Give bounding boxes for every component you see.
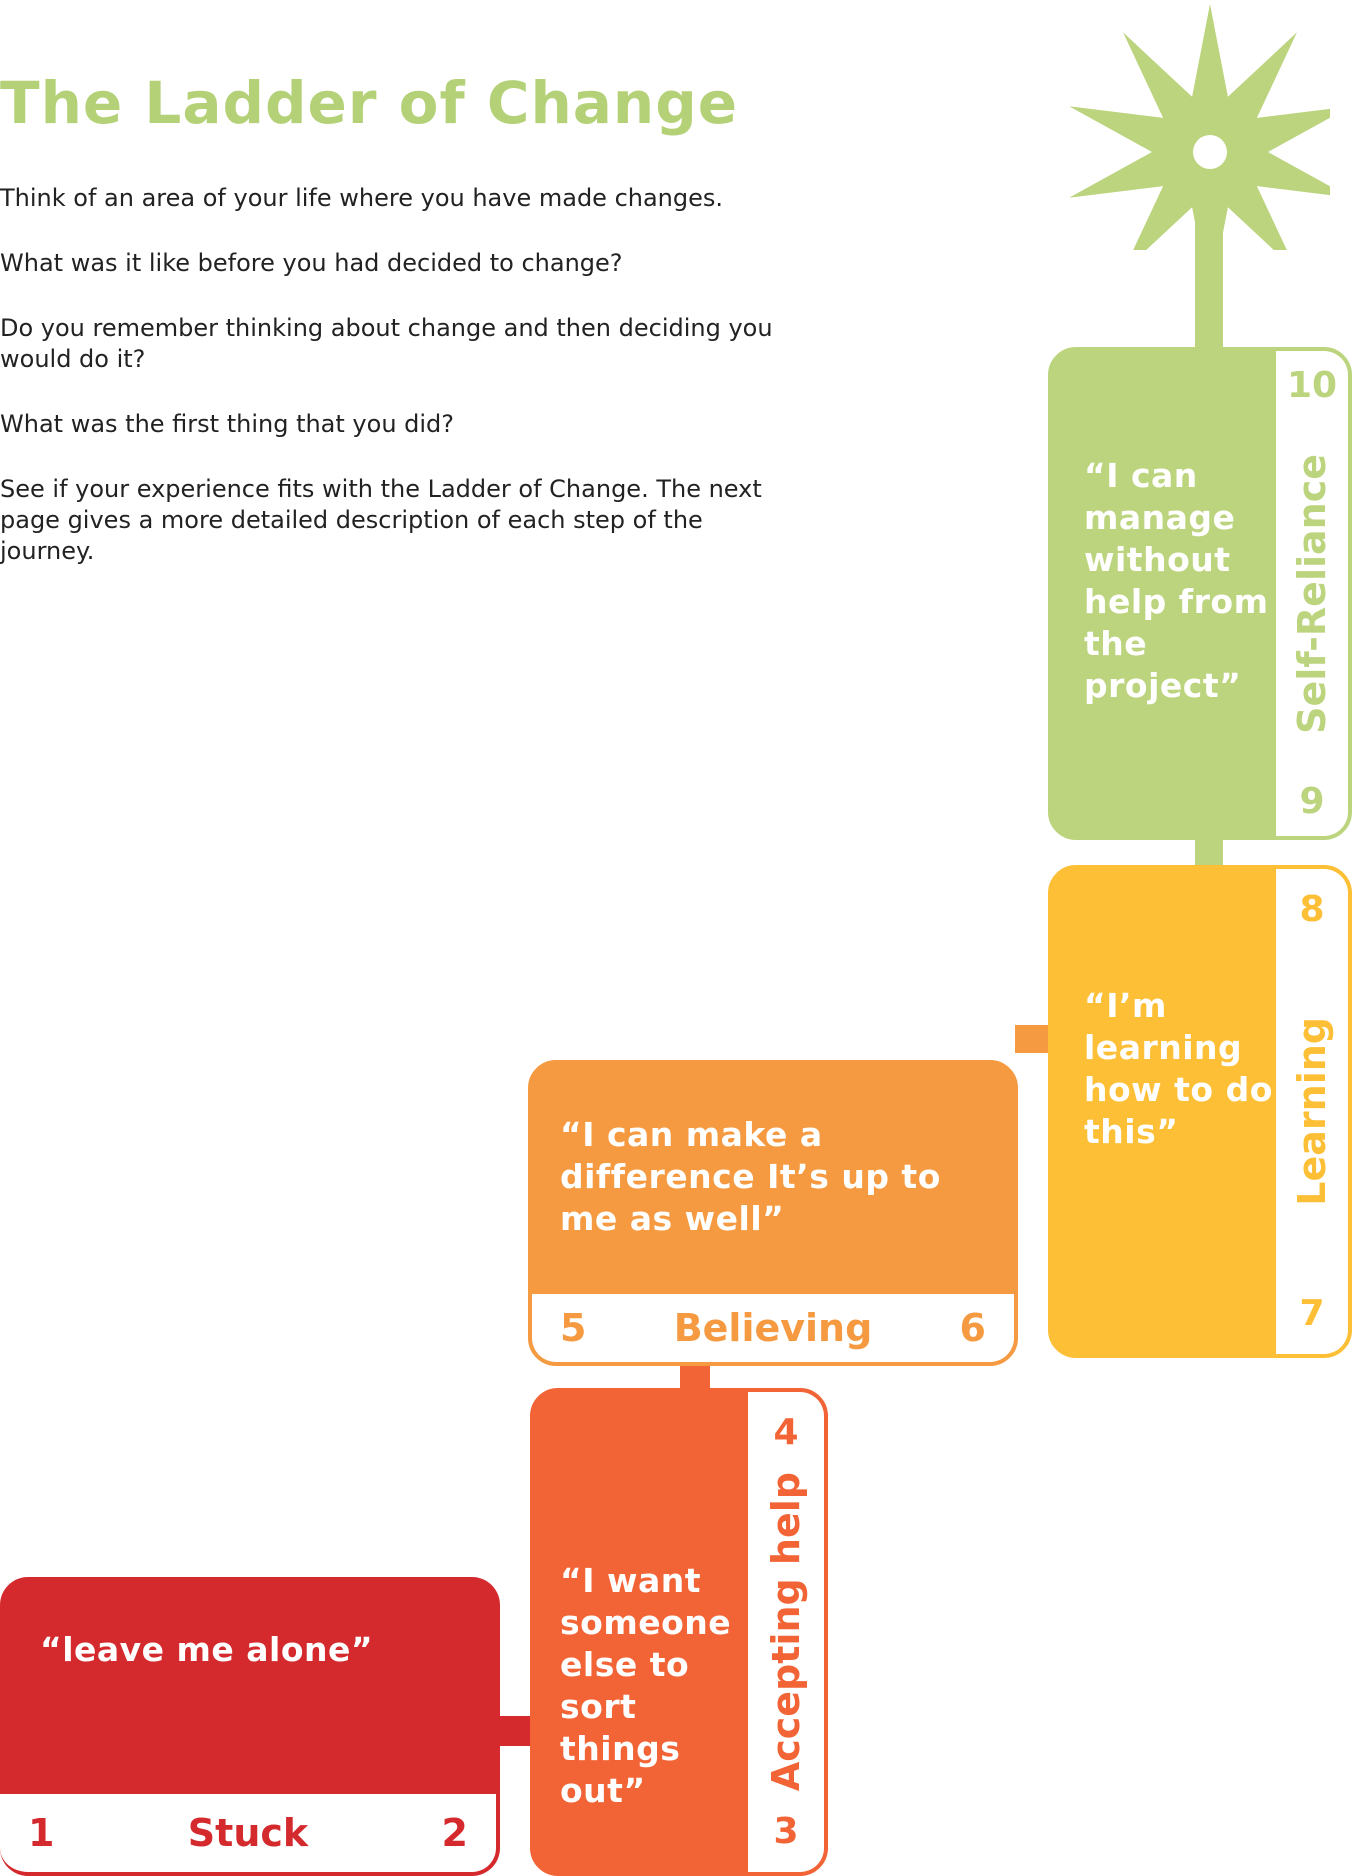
intro-text: Think of an area of your life where you … [0,183,800,601]
intro-paragraph: See if your experience fits with the Lad… [0,475,762,565]
step-learning-label: Learning [1290,1017,1334,1206]
step-stuck: “leave me alone” 1 Stuck 2 [0,1577,500,1876]
step-number: 8 [1299,889,1325,930]
step-learning-quote: “I’m learning how to do this” [1084,986,1273,1151]
step-self-reliance: “I can manage without help from the proj… [1048,347,1352,840]
step-accepting-strip: 4 Accepting help 3 [748,1392,824,1872]
step-number: 4 [773,1412,799,1453]
step-believing-band: 5 Believing 6 [532,1294,1014,1362]
step-accepting-help: “I want someone else to sort things out”… [530,1388,828,1876]
step-number: 1 [28,1811,55,1855]
step-believing: “I can make a difference It’s up to me a… [528,1060,1018,1366]
step-number: 7 [1299,1292,1325,1334]
intro-paragraph: Think of an area of your life where you … [0,184,724,212]
intro-paragraph: What was the first thing that you did? [0,410,455,438]
step-stuck-label: Stuck [187,1811,309,1855]
intro-paragraph: Do you remember thinking about change an… [0,314,773,373]
step-accepting-label: Accepting help [764,1472,808,1792]
intro-paragraph: What was it like before you had decided … [0,249,623,277]
step-number: 6 [959,1306,986,1350]
step-self-reliance-quote: “I can manage without help from the proj… [1084,456,1269,705]
page-title: The Ladder of Change [0,68,739,137]
step-number: 9 [1299,780,1325,822]
step-believing-quote: “I can make a difference It’s up to me a… [560,1115,941,1238]
step-stuck-band: 1 Stuck 2 [0,1794,496,1872]
step-learning-strip: 8 Learning 7 [1276,869,1348,1354]
step-learning: “I’m learning how to do this” 8 Learning… [1048,865,1352,1358]
step-believing-label: Believing [673,1306,873,1350]
step-number: 10 [1286,365,1338,406]
step-number: 2 [441,1811,468,1855]
step-accepting-quote: “I want someone else to sort things out” [560,1561,732,1810]
step-self-reliance-strip: 10 Self-Reliance 9 [1276,351,1348,836]
step-number: 5 [560,1306,587,1350]
step-stuck-quote: “leave me alone” [40,1630,374,1669]
step-number: 3 [773,1810,799,1852]
step-self-reliance-label: Self-Reliance [1290,453,1334,734]
connector-stuck-accepting [495,1716,535,1746]
star-burst-icon [1070,4,1330,250]
